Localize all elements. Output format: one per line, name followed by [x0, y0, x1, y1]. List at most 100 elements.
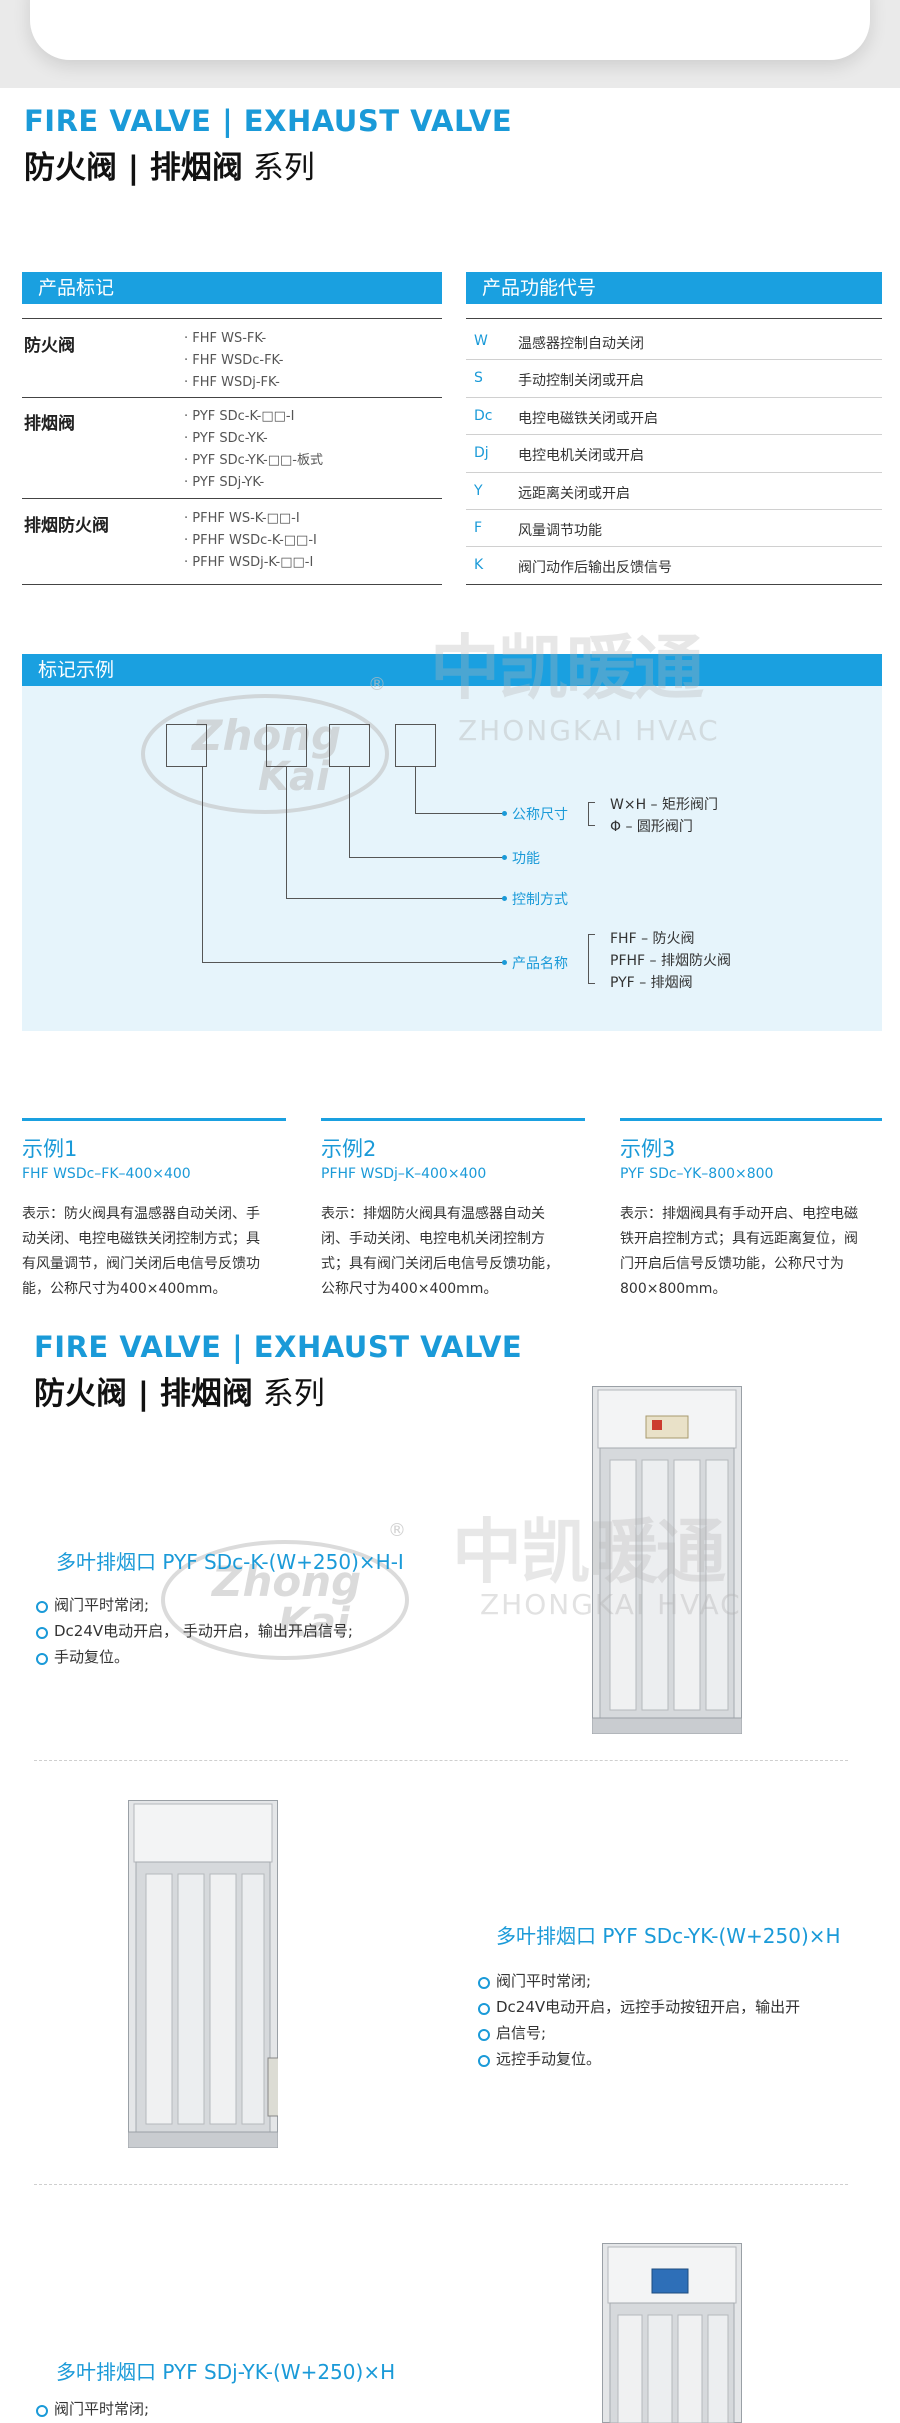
function-codes-heading: 产品功能代号 [466, 272, 882, 304]
function-desc: 温感器控制自动关闭 [518, 336, 644, 352]
connector-dot [502, 896, 507, 901]
watermark-logo-ring [161, 1540, 409, 1660]
sample-line: 动关闭、电控电磁铁关闭控制方式；具 [22, 1231, 260, 1247]
section-title-cn-bold: 防火阀 | 排烟阀 [34, 1376, 253, 1412]
mark-example-panel [22, 686, 882, 1031]
mark-box-size [395, 724, 436, 767]
product-separator [34, 2184, 848, 2185]
table-divider [466, 546, 882, 548]
section-title-cn-bold: 防火阀 | 排烟阀 [24, 150, 243, 186]
mark-name: 防火阀 [24, 336, 75, 356]
function-desc: 电控电机关闭或开启 [518, 448, 644, 465]
feature-item: Dc24V电动开启， 手动开启，输出开启信号; [36, 1618, 353, 1644]
bracket [588, 983, 595, 984]
sample-divider [620, 1118, 882, 1121]
section-title-cn-suffix: 系列 [262, 1376, 325, 1412]
top-card [30, 0, 870, 60]
sample-line: 式；具有阀门关闭后电信号反馈功能， [321, 1256, 559, 1272]
sample-code: PFHF WSDj–K–400×400 [321, 1166, 487, 1182]
connector-dot [502, 960, 507, 965]
mark-name: 排烟防火阀 [24, 516, 109, 536]
mark-box-function [329, 724, 370, 767]
watermark-cn: 中凯暖通 [452, 1511, 726, 1593]
product-features: 阀门平时常闭; Dc24V电动开启， 手动开启，输出开启信号; 手动复位。 [36, 1592, 353, 1670]
function-code: S [474, 370, 483, 387]
connector-line [415, 813, 505, 814]
label-size: 公称尺寸 [512, 807, 568, 823]
product-marks-heading: 产品标记 [22, 272, 442, 304]
watermark-logo-bottom: Kai [258, 754, 331, 800]
product-separator [34, 1760, 848, 1761]
product-title: 多叶排烟口 PYF SDc-K-(W+250)×H-I [56, 1550, 404, 1574]
connector-line [202, 962, 505, 963]
sample-description: 表示：防火阀具有温感器自动关闭、手 动关闭、电控电磁铁关闭控制方式；具 有风量调… [22, 1202, 292, 1302]
table-divider [466, 396, 882, 398]
watermark-logo: Zhong Kai ® [141, 676, 389, 814]
connector-line [286, 767, 287, 898]
watermark-registered: ® [388, 1522, 406, 1541]
sample-line: 表示：防火阀具有温感器自动关闭、手 [22, 1206, 260, 1222]
function-desc: 电控电磁铁关闭或开启 [518, 410, 658, 427]
connector-line [349, 857, 505, 858]
connector-line [349, 767, 350, 857]
name-option: FHF – 防火阀 [610, 931, 695, 947]
sample-line: 铁开启控制方式；具有远距离复位，阀 [620, 1231, 858, 1247]
sample-title: 示例2 [321, 1137, 377, 1161]
mark-code: · PFHF WSDj-K-□□-I [184, 555, 314, 570]
mark-code: · PFHF WSDc-K-□□-I [184, 533, 317, 548]
size-options: W×H – 矩形阀门 Φ – 圆形阀门 [610, 794, 718, 838]
bracket [588, 802, 589, 826]
bracket [588, 802, 595, 803]
bracket [588, 934, 589, 984]
product-features: 阀门平时常闭; [36, 2396, 149, 2422]
product-features: 阀门平时常闭; Dc24V电动开启，远控手动按钮开启，输出开 启信号; 远控手动… [478, 1968, 800, 2072]
name-option: PFHF – 排烟防火阀 [610, 953, 731, 969]
mark-code: · FHF WSDc-FK- [184, 353, 284, 368]
bracket [588, 825, 595, 826]
sample-line: 公称尺寸为400×400mm。 [321, 1281, 498, 1297]
table-divider [22, 318, 442, 319]
mark-box-name [166, 724, 207, 767]
smoke-vent-image [592, 1386, 742, 1734]
watermark-cn: 中凯暖通 [430, 627, 704, 709]
section-title-cn-suffix: 系列 [252, 150, 315, 186]
label-control: 控制方式 [512, 892, 568, 908]
table-divider [466, 434, 882, 436]
sample-line: 门开启后信号反馈功能，公称尺寸为 [620, 1256, 844, 1272]
mark-code: · PYF SDc-K-□□-I [184, 409, 295, 424]
label-name: 产品名称 [512, 956, 568, 972]
sample-code: PYF SDc–YK–800×800 [620, 1166, 774, 1182]
watermark-registered: ® [368, 676, 386, 695]
table-divider [466, 359, 882, 361]
watermark-logo-bottom: Kai [278, 1600, 351, 1646]
section-title-cn: 防火阀 | 排烟阀 系列 [34, 1368, 325, 1413]
feature-item: 阀门平时常闭; [478, 1968, 800, 1994]
function-desc: 阀门动作后输出反馈信号 [518, 560, 672, 577]
feature-item: 远控手动复位。 [478, 2046, 800, 2072]
bracket [588, 934, 595, 935]
sample-line: 有风量调节，阀门关闭后电信号反馈功 [22, 1256, 260, 1272]
watermark-logo: Zhong Kai ® [161, 1522, 409, 1660]
watermark-logo-top: Zhong [210, 1557, 361, 1606]
function-desc: 风量调节功能 [518, 523, 602, 539]
mark-codes: · FHF WS-FK- · FHF WSDc-FK- · FHF WSDj-F… [184, 328, 283, 394]
sample-line: 表示：排烟防火阀具有温感器自动关 [321, 1206, 545, 1222]
table-divider [466, 471, 882, 473]
section-title-en: FIRE VALVE | EXHAUST VALVE [34, 1330, 523, 1364]
name-option: PYF – 排烟阀 [610, 975, 693, 991]
function-code: F [474, 520, 483, 536]
mark-code: · PYF SDc-YK-□□-板式 [184, 453, 323, 468]
function-desc: 手动控制关闭或开启 [518, 373, 644, 390]
connector-dot [502, 811, 507, 816]
mark-code: · FHF WS-FK- [184, 331, 267, 346]
function-code: W [474, 333, 488, 349]
feature-item: 阀门平时常闭; [36, 1592, 353, 1618]
watermark-logo-ring [141, 694, 389, 814]
size-option: Φ – 圆形阀门 [610, 819, 693, 835]
sample-code: FHF WSDc–FK–400×400 [22, 1166, 191, 1182]
product-title: 多叶排烟口 PYF SDj-YK-(W+250)×H [56, 2360, 396, 2384]
connector-line [415, 767, 416, 813]
function-desc: 远距离关闭或开启 [518, 485, 630, 502]
label-function: 功能 [512, 851, 540, 867]
mark-codes: · PYF SDc-K-□□-I · PYF SDc-YK- · PYF SDc… [184, 406, 323, 494]
